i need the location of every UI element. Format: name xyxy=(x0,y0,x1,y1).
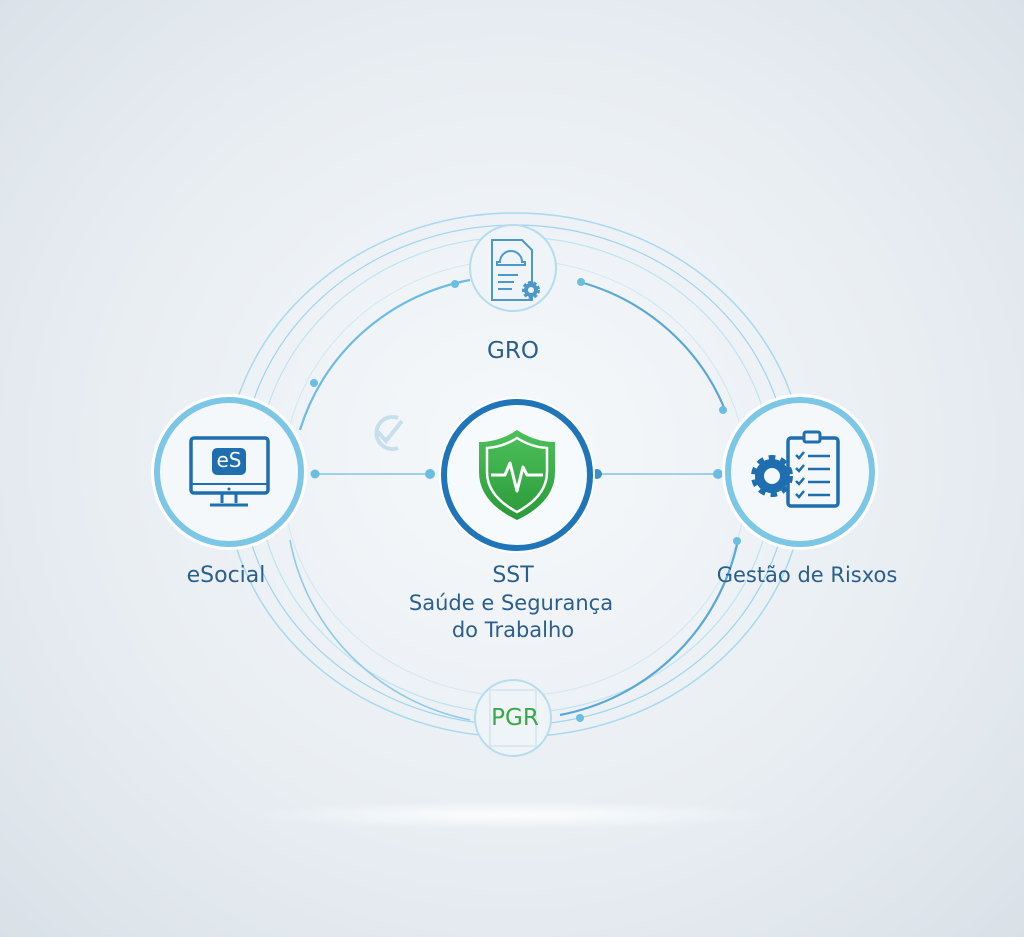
shield-heartbeat-icon xyxy=(479,430,555,520)
monitor-icon xyxy=(189,436,270,507)
sst-subtitle-line2: do Trabalho xyxy=(451,618,575,642)
gro-node[interactable] xyxy=(469,224,557,312)
esocial-badge: eS xyxy=(216,448,242,472)
esocial-label: eSocial xyxy=(186,563,266,588)
document-helmet-gear-icon xyxy=(491,239,540,301)
faint-check-icon xyxy=(374,415,404,451)
esocial-node[interactable] xyxy=(151,394,307,550)
gear-checklist-icon xyxy=(751,430,840,508)
connector-dots xyxy=(310,278,741,722)
floor-glow xyxy=(252,801,772,829)
gro-label: GRO xyxy=(487,338,539,364)
pgr-label: PGR xyxy=(491,705,539,731)
document-icon xyxy=(489,689,537,747)
sst-title: SST xyxy=(492,563,534,588)
spokes xyxy=(310,469,723,479)
risk-management-node[interactable] xyxy=(722,394,878,550)
sst-center-node[interactable] xyxy=(439,397,595,553)
sst-subtitle-line1: Saúde e Segurança xyxy=(408,591,614,615)
risk-management-label: Gestão de Risxos xyxy=(716,563,898,587)
pgr-node[interactable] xyxy=(474,679,552,757)
